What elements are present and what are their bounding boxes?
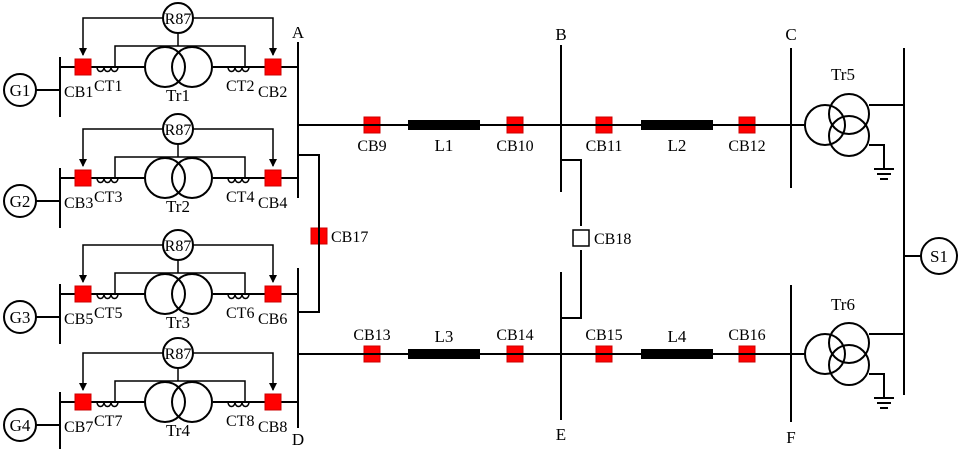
breaker-label: CB17 xyxy=(331,229,368,246)
line-label: L3 xyxy=(435,327,454,346)
bus-label-e: E xyxy=(556,425,566,444)
ct-coil-icon xyxy=(96,177,119,184)
breaker-label: CB14 xyxy=(496,327,533,344)
relay-label: R87 xyxy=(165,346,192,363)
line-label: L1 xyxy=(435,136,454,155)
breaker-label: CB8 xyxy=(258,419,287,436)
bus-label-c: C xyxy=(785,25,796,44)
generator-label: G2 xyxy=(10,192,31,211)
line-label: L4 xyxy=(668,327,687,346)
ct-coil-icon xyxy=(96,66,119,73)
breaker-cb2[interactable] xyxy=(264,58,282,76)
ct-label: CT1 xyxy=(94,78,122,95)
breaker-label: CB1 xyxy=(64,84,93,101)
transformer-label: Tr3 xyxy=(166,313,190,332)
transformer-tr5 xyxy=(791,93,904,180)
generator-label: G1 xyxy=(10,81,31,100)
source-icon xyxy=(920,237,958,275)
breaker-label: CB2 xyxy=(258,84,287,101)
breaker-label: CB4 xyxy=(258,195,287,212)
breaker-label: CB6 xyxy=(258,311,287,328)
breaker-cb18[interactable] xyxy=(572,229,590,247)
line-label: L2 xyxy=(668,136,687,155)
breaker-label: CB12 xyxy=(728,138,765,155)
ct-label: CT5 xyxy=(94,305,122,322)
relay-label: R87 xyxy=(165,238,192,255)
breaker-label: CB16 xyxy=(728,327,765,344)
breaker-cb6[interactable] xyxy=(264,285,282,303)
transformer-icon xyxy=(144,381,186,423)
source-label: S1 xyxy=(930,247,948,266)
ct-label: CT2 xyxy=(226,78,254,95)
ct-coil-icon xyxy=(227,293,250,300)
ct-label: CT6 xyxy=(226,305,254,322)
transformer-label: Tr2 xyxy=(166,197,190,216)
breaker-label: CB3 xyxy=(64,195,93,212)
bus-label-a: A xyxy=(292,23,305,42)
transformer-label: Tr4 xyxy=(166,421,190,440)
breaker-label: CB9 xyxy=(357,138,386,155)
ct-label: CT7 xyxy=(94,413,122,430)
line-l1 xyxy=(408,120,480,130)
breaker-cb7[interactable] xyxy=(74,393,92,411)
line-l4 xyxy=(641,349,713,359)
ct-label: CT3 xyxy=(94,189,122,206)
breaker-label: CB18 xyxy=(594,231,631,248)
relay-label: R87 xyxy=(165,11,192,28)
generator-label: G4 xyxy=(10,416,31,435)
breaker-cb8[interactable] xyxy=(264,393,282,411)
breaker-label: CB5 xyxy=(64,311,93,328)
breaker-label: CB11 xyxy=(586,138,623,155)
breaker-label: CB10 xyxy=(496,138,533,155)
breaker-label: CB13 xyxy=(353,327,390,344)
transformer-icon xyxy=(144,157,186,199)
transformer-label: Tr5 xyxy=(831,65,855,84)
bus-label-f: F xyxy=(786,428,795,447)
breaker-cb3[interactable] xyxy=(74,169,92,187)
breaker-label: CB15 xyxy=(585,327,622,344)
ct-coil-icon xyxy=(227,177,250,184)
bus-label-d: D xyxy=(292,430,304,449)
transformer-label: Tr6 xyxy=(831,295,855,314)
breaker-label: CB7 xyxy=(64,419,93,436)
transformer-icon xyxy=(144,273,186,315)
ct-coil-icon xyxy=(227,401,250,408)
bus-label-b: B xyxy=(555,25,566,44)
breaker-cb5[interactable] xyxy=(74,285,92,303)
transformer-tr6 xyxy=(791,322,904,409)
ct-label: CT4 xyxy=(226,189,254,206)
ct-coil-icon xyxy=(96,293,119,300)
ct-coil-icon xyxy=(227,66,250,73)
breaker-cb4[interactable] xyxy=(264,169,282,187)
relay-label: R87 xyxy=(165,122,192,139)
ct-label: CT8 xyxy=(226,413,254,430)
transformer-label: Tr1 xyxy=(166,86,190,105)
ct-coil-icon xyxy=(96,401,119,408)
line-l2 xyxy=(641,120,713,130)
transformer-icon xyxy=(144,46,186,88)
breaker-cb1[interactable] xyxy=(74,58,92,76)
line-l3 xyxy=(408,349,480,359)
generator-label: G3 xyxy=(10,308,31,327)
